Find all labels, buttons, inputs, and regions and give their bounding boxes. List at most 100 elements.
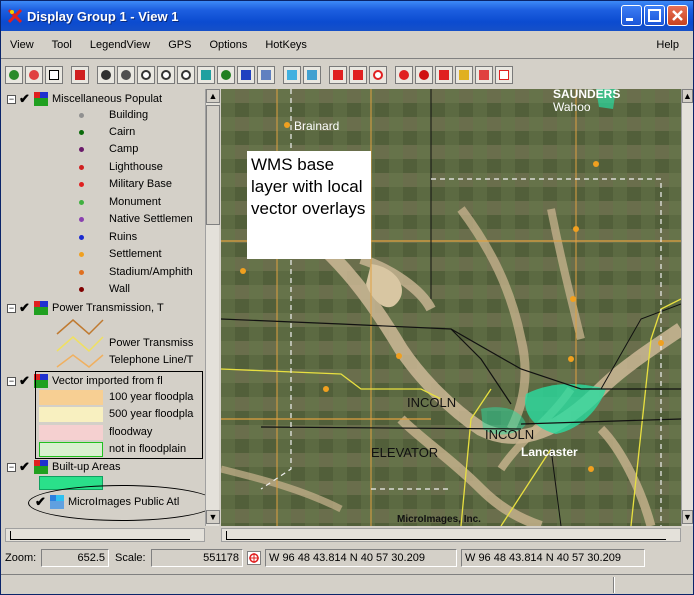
legend-group-label: Power Transmission, T xyxy=(52,302,164,314)
check-icon[interactable]: ✔ xyxy=(19,373,30,388)
legend-group-builtup[interactable]: − ✔ Built-up Areas xyxy=(7,459,120,475)
image-button[interactable] xyxy=(257,66,275,84)
zoom-label: Zoom: xyxy=(5,552,37,564)
print-button[interactable] xyxy=(495,66,513,84)
zoom-in-button[interactable] xyxy=(137,66,155,84)
chart-button[interactable] xyxy=(475,66,493,84)
ruler-button[interactable] xyxy=(303,66,321,84)
app-icon xyxy=(7,8,23,24)
point-symbol-icon xyxy=(79,234,84,240)
map-label-elevator: ELEVATOR xyxy=(371,445,439,460)
minimize-button[interactable] xyxy=(621,5,642,26)
point-symbol-icon xyxy=(79,199,84,205)
grid-button[interactable] xyxy=(197,66,215,84)
layer-controls-icon xyxy=(241,70,251,80)
menu-view[interactable]: View xyxy=(10,38,34,51)
select-icon xyxy=(439,70,449,80)
scroll-down-icon[interactable]: ▼ xyxy=(682,510,693,524)
layer-controls-button[interactable] xyxy=(237,66,255,84)
legend-vertical-scrollbar[interactable]: ▲ ▼ xyxy=(205,89,220,526)
layer-icon xyxy=(34,301,48,315)
binoculars-button[interactable] xyxy=(117,66,135,84)
pan-button[interactable] xyxy=(97,66,115,84)
map-label-wahoo: Wahoo xyxy=(553,100,591,114)
maximize-button[interactable] xyxy=(644,5,665,26)
legend-horizontal-scrollbar[interactable] xyxy=(5,528,205,542)
forward-button[interactable] xyxy=(349,66,367,84)
menu-gps[interactable]: GPS xyxy=(168,38,192,51)
legend-item-label: Wall xyxy=(109,283,130,295)
legend-group-vector[interactable]: − ✔ Vector imported from fl xyxy=(7,373,163,389)
add-layer-button[interactable] xyxy=(71,66,89,84)
find-button[interactable] xyxy=(395,66,413,84)
highlight-oval xyxy=(28,485,216,521)
telephone-line-symbol-icon xyxy=(56,354,104,368)
scroll-up-icon[interactable]: ▲ xyxy=(682,89,693,103)
map-vertical-scrollbar[interactable]: ▲ ▼ xyxy=(681,89,693,526)
full-view-button[interactable] xyxy=(25,66,43,84)
coordinate-field-1[interactable]: W 96 48 43.814 N 40 57 30.209 xyxy=(265,549,457,567)
legend-group-label: Built-up Areas xyxy=(52,461,121,473)
scale-field[interactable]: 551178 xyxy=(151,549,243,567)
check-icon[interactable]: ✔ xyxy=(19,91,30,106)
back-button[interactable] xyxy=(329,66,347,84)
collapse-icon[interactable]: − xyxy=(7,375,16,386)
zoom-field[interactable]: 652.5 xyxy=(41,549,109,567)
zoom-box-button[interactable] xyxy=(177,66,195,84)
check-icon[interactable]: ✔ xyxy=(19,459,30,474)
point-symbol-icon xyxy=(79,181,84,187)
floodplain-500-swatch xyxy=(39,407,103,422)
menu-help[interactable]: Help xyxy=(656,39,679,51)
map-label-saunders: SAUNDERS xyxy=(553,89,621,101)
coordinate-target-icon[interactable] xyxy=(247,551,261,565)
collapse-icon[interactable]: − xyxy=(7,461,16,472)
point-symbol-icon xyxy=(79,251,84,257)
redraw-button[interactable] xyxy=(5,66,23,84)
point-symbol-icon xyxy=(79,164,84,170)
target-button[interactable] xyxy=(217,66,235,84)
legend-group-misc[interactable]: − ✔ Miscellaneous Populat xyxy=(7,91,162,107)
layer-icon xyxy=(34,460,48,474)
legend-item-label: Telephone Line/T xyxy=(109,354,194,366)
legend-item: Wall xyxy=(5,281,130,297)
collapse-icon[interactable]: − xyxy=(7,93,16,104)
menu-tool[interactable]: Tool xyxy=(51,38,72,51)
measure-button[interactable] xyxy=(283,66,301,84)
legend-item-label: Native Settlemen xyxy=(109,213,193,225)
point-symbol-icon xyxy=(79,286,84,292)
menu-options[interactable]: Options xyxy=(209,38,248,51)
not-floodplain-swatch xyxy=(39,442,103,457)
legend-group-power[interactable]: − ✔ Power Transmission, T xyxy=(7,300,164,316)
select-button[interactable] xyxy=(435,66,453,84)
legend-item: Native Settlemen xyxy=(5,211,193,227)
scroll-down-icon[interactable]: ▼ xyxy=(206,510,220,524)
map-label-lincoln-2: INCOLN xyxy=(485,427,535,442)
title-bar[interactable]: Display Group 1 - View 1 xyxy=(1,1,693,31)
scroll-thumb[interactable] xyxy=(206,105,220,225)
window-icon xyxy=(49,70,59,80)
edit-icon xyxy=(459,70,469,80)
stop-button[interactable] xyxy=(415,66,433,84)
legend-item-label: 100 year floodpla xyxy=(109,391,194,403)
map-horizontal-scrollbar[interactable] xyxy=(221,528,681,542)
menu-hotkeys[interactable]: HotKeys xyxy=(265,38,307,51)
edit-button[interactable] xyxy=(455,66,473,84)
coordinate-field-2[interactable]: W 96 48 43.814 N 40 57 30.209 xyxy=(461,549,645,567)
legend-group-label: Vector imported from fl xyxy=(52,375,163,387)
cancel-icon xyxy=(373,70,383,80)
close-button[interactable] xyxy=(667,5,688,26)
scroll-up-icon[interactable]: ▲ xyxy=(206,89,220,103)
menu-legendview[interactable]: LegendView xyxy=(89,38,151,51)
zoom-in-icon xyxy=(141,70,151,80)
check-icon[interactable]: ✔ xyxy=(19,300,30,315)
legend-panel: − ✔ Miscellaneous Populat Building Cairn… xyxy=(5,89,204,526)
zoom-out-button[interactable] xyxy=(157,66,175,84)
point-symbol-icon xyxy=(79,129,84,135)
legend-item-label: Ruins xyxy=(109,231,138,243)
cancel-button[interactable] xyxy=(369,66,387,84)
collapse-icon[interactable]: − xyxy=(7,302,16,313)
window-title: Display Group 1 - View 1 xyxy=(27,8,179,24)
window-button[interactable] xyxy=(45,66,63,84)
scale-label: Scale: xyxy=(115,552,146,564)
legend-item: Camp xyxy=(5,141,138,157)
